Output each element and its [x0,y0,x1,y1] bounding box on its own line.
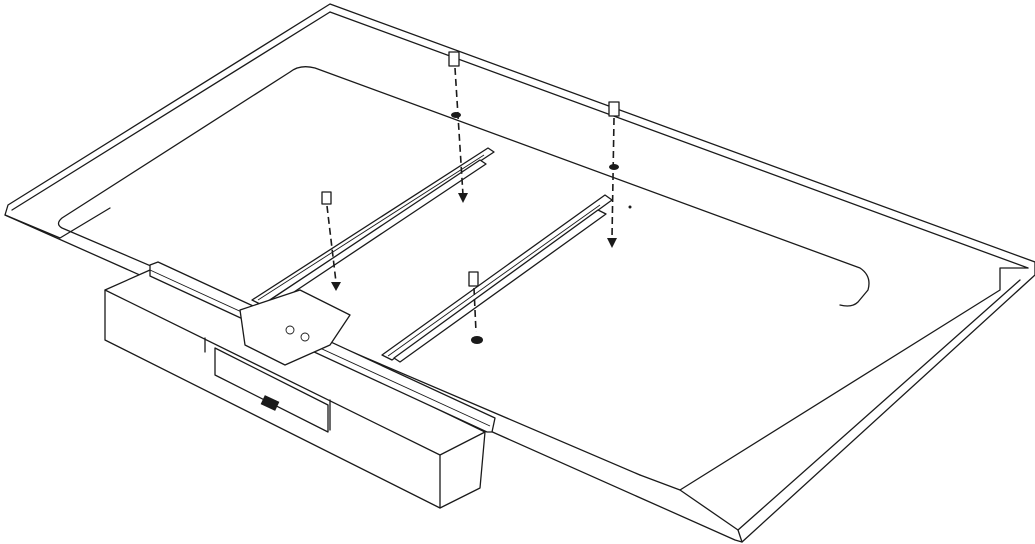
screw-2 [607,101,620,248]
soundbar [104,269,486,509]
mounting-rail-right [381,194,613,363]
display-recess [57,66,870,476]
mounting-crossbar [149,261,496,433]
screw-1 [448,51,468,203]
screw-4 [468,271,483,344]
screw-3 [321,191,341,291]
marker-dot [628,205,632,209]
